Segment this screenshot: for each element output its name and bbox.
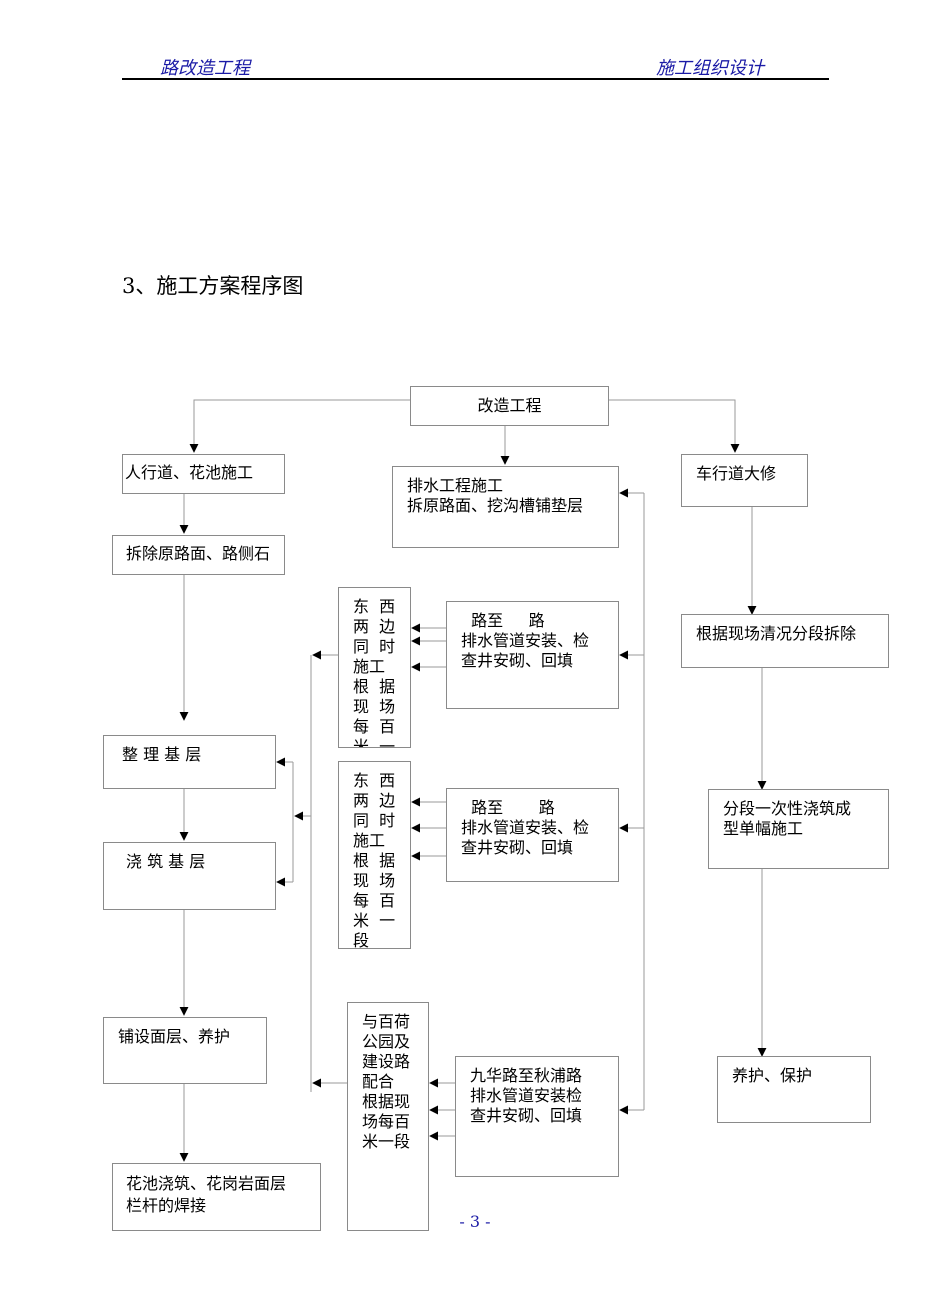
box-road-protect: 养护、保护: [717, 1056, 871, 1123]
header-rule: [122, 78, 829, 80]
box-planter: 花池浇筑、花岗岩面层 栏杆的焊接: [112, 1163, 321, 1231]
box-base-pour: 浇 筑 基 层: [103, 842, 276, 910]
box-drain-seg1: 路至 路 排水管道安装、检 查井安砌、回填: [446, 601, 619, 709]
box-park: 与百荷 公园及 建设路 配合 根据现 场每百 米一段: [347, 1002, 429, 1231]
header-right: 施工组织设计: [656, 58, 764, 79]
box-surface: 铺设面层、养护: [103, 1017, 267, 1084]
box-east-west-1: 东 西 两 边 同 时 施工 根 据 现 场 每 百 米 一: [338, 587, 411, 748]
header-left: 路改造工程: [160, 58, 250, 79]
box-road-pour: 分段一次性浇筑成 型单幅施工: [708, 789, 889, 869]
box-road-seg: 根据现场清况分段拆除: [681, 614, 889, 668]
box-sidewalk-demolish: 拆除原路面、路侧石: [112, 535, 285, 575]
box-east-west-2: 东 西 两 边 同 时 施工 根 据 现 场 每 百 米 一 段: [338, 761, 411, 949]
box-road: 车行道大修: [681, 454, 808, 507]
section-title: 3、施工方案程序图: [122, 274, 304, 298]
box-drain-seg3: 九华路至秋浦路 排水管道安装检 查井安砌、回填: [455, 1056, 619, 1177]
page-number: - 3 -: [459, 1212, 491, 1231]
box-drain: 排水工程施工 拆原路面、挖沟槽铺垫层: [392, 466, 619, 548]
box-drain-seg2: 路至 路 排水管道安装、检 查井安砌、回填: [446, 788, 619, 882]
box-root: 改造工程: [410, 386, 609, 426]
box-base-prep: 整 理 基 层: [103, 735, 276, 789]
box-sidewalk: 人行道、花池施工: [122, 454, 285, 494]
